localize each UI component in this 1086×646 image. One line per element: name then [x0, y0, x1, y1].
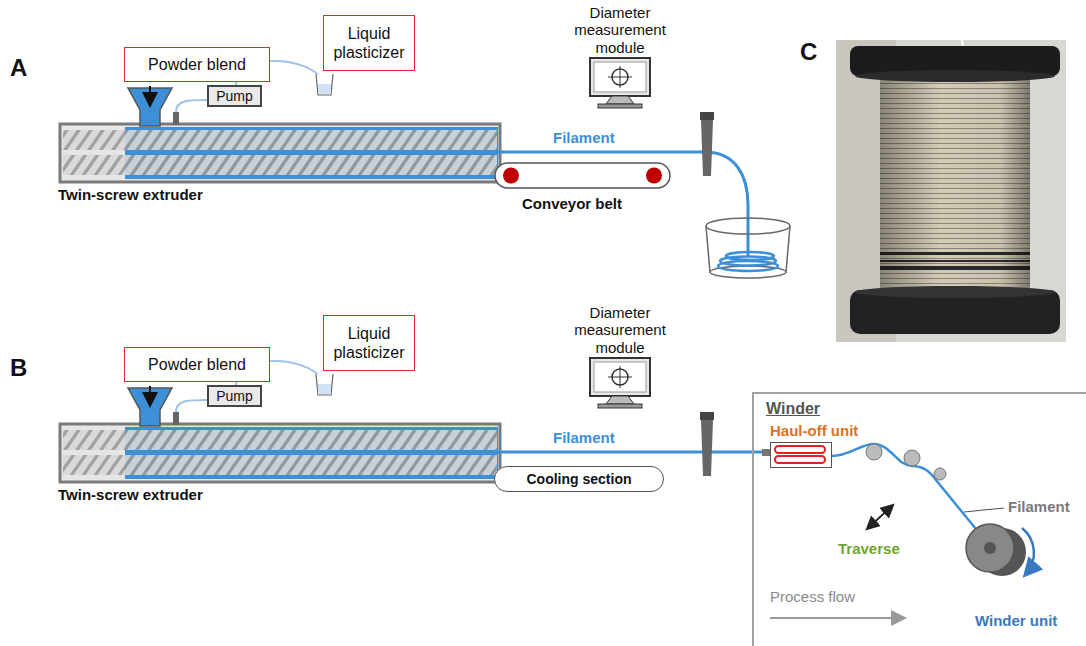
extruder-line-a-part — [318, 84, 331, 94]
extruder-line-b-part — [498, 451, 770, 454]
extruder-line-a-part — [149, 86, 151, 104]
part-label: Twin-screw extruder — [58, 486, 203, 503]
filament-label: Filament — [553, 129, 615, 146]
node-text: Pump — [216, 88, 253, 104]
extruder-line-b-part — [63, 430, 497, 450]
part-label: Conveyor belt — [522, 195, 622, 212]
node-text: Haul-off unit — [770, 422, 858, 439]
extruder-line-b-part — [590, 358, 650, 408]
extruder-line-b-part-part — [590, 358, 650, 396]
winder-illustration-part — [868, 506, 892, 528]
extruder-line-a-part — [706, 218, 790, 234]
winder-panel: WinderHaul-off unit — [752, 392, 1086, 646]
winder-unit-label: Winder unit — [975, 612, 1057, 629]
extruder-line-b-part-part — [598, 404, 642, 408]
extruder-line-a-part — [60, 124, 500, 182]
extruder-line-a-part — [63, 155, 497, 175]
extruder-line-b-part — [173, 412, 179, 425]
extruder-line-b-part-part — [620, 366, 621, 388]
extruder-line-b-part — [700, 412, 714, 420]
extruder-line-a-part — [176, 100, 207, 112]
filament-label: Filament — [1008, 498, 1070, 515]
part-label: Twin-screw extruder — [58, 186, 203, 203]
extruder-line-b-part-part — [606, 396, 634, 404]
spool-photo-part — [880, 72, 1030, 296]
pump-box: Pump — [207, 385, 262, 407]
extruder-line-a-part — [316, 74, 333, 95]
extruder-line-a — [60, 58, 790, 278]
winder-illustration-part — [832, 444, 980, 534]
extruder-line-a-part — [701, 120, 713, 176]
extruder-line-b-part-part — [594, 362, 646, 392]
spool-photo-part — [855, 70, 1055, 82]
spool-photo-part — [855, 286, 1055, 298]
extruder-line-a-part — [726, 252, 774, 260]
extruder-line-b-part — [149, 386, 151, 404]
extruder-line-a-part-part — [598, 104, 642, 108]
spool-photo — [836, 40, 1066, 342]
winder-illustration-part — [984, 542, 996, 554]
extruder-line-a-part — [173, 112, 179, 125]
node-text: Powder blend — [148, 55, 246, 74]
winder-illustration-part — [934, 468, 946, 480]
winder-illustration-part — [866, 444, 882, 460]
belt-loop — [775, 446, 825, 453]
extruder-line-a-part — [646, 168, 662, 184]
extruder-line-a-part — [495, 163, 670, 188]
filament-label: Filament — [553, 429, 615, 446]
winder-illustration-part — [770, 617, 903, 619]
winder-illustration-part — [964, 508, 1004, 512]
extruder-line-a-part-part — [620, 66, 621, 88]
winder-illustration-part — [1022, 528, 1034, 574]
panel-letter: C — [800, 38, 817, 66]
part-label: Diameter measurement module — [565, 4, 675, 56]
extruder-line-b-part — [60, 424, 500, 482]
material-box: Liquid plasticizer — [323, 315, 415, 371]
winder-illustration-part — [904, 450, 920, 466]
extruder-line-a-part — [700, 112, 714, 120]
belt-loops — [771, 443, 830, 466]
extruder-line-a-part — [63, 130, 497, 150]
pump-box: Pump — [207, 85, 262, 107]
extruder-line-a-part-part — [590, 58, 650, 96]
material-box: Powder blend — [124, 347, 270, 382]
node-text: Powder blend — [148, 355, 246, 374]
extruder-line-a-part — [503, 168, 519, 184]
belt-loop — [775, 456, 825, 463]
winder-illustration-part — [762, 449, 770, 456]
node-text: Winder — [766, 400, 820, 418]
part-label: Diameter measurement module — [565, 304, 675, 356]
panel-letter: A — [10, 54, 27, 82]
node-text: Cooling section — [527, 471, 632, 487]
extruder-line-a-part-part — [606, 96, 634, 104]
cooling-section: Cooling section — [494, 466, 664, 492]
extruder-line-b-part — [176, 400, 207, 412]
winder-illustration — [762, 444, 1034, 618]
haul-off-unit: Haul-off unit — [770, 422, 874, 472]
winder-illustration-part — [966, 524, 1014, 572]
extruder-line-b-part — [318, 384, 331, 394]
flow-label: Process flow — [770, 588, 855, 605]
node-text: Liquid plasticizer — [328, 24, 410, 62]
spool-photo-part — [880, 72, 1030, 296]
extruder-line-b-part — [701, 420, 713, 476]
panel-letter: B — [10, 354, 27, 382]
extruder-line-b-part — [63, 455, 497, 475]
node-text: Liquid plasticizer — [328, 324, 410, 362]
material-box: Liquid plasticizer — [323, 15, 415, 71]
spool-photo-part — [836, 40, 1066, 342]
extruder-line-a-part — [590, 58, 650, 108]
traverse-label: Traverse — [838, 540, 900, 557]
extruder-line-b-part — [316, 374, 333, 395]
haul-off-box — [770, 442, 832, 468]
extruder-line-a-part-part — [594, 62, 646, 92]
material-box: Powder blend — [124, 47, 270, 82]
node-text: Pump — [216, 388, 253, 404]
